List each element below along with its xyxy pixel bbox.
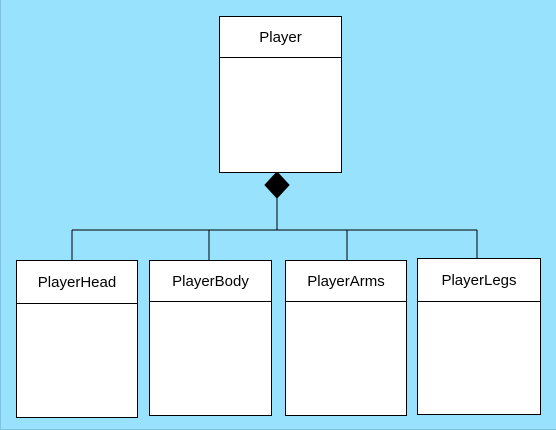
class-box-player-head[interactable]: PlayerHead <box>16 260 138 418</box>
class-box-player-body[interactable]: PlayerBody <box>149 260 272 416</box>
class-name-player-legs: PlayerLegs <box>418 259 540 302</box>
class-body-player-legs <box>418 302 540 414</box>
class-name-player-head: PlayerHead <box>17 261 137 304</box>
class-body-player-head <box>17 304 137 417</box>
class-body-player-arms <box>286 302 406 415</box>
class-body-player <box>220 58 341 172</box>
class-box-player-legs[interactable]: PlayerLegs <box>417 258 541 415</box>
class-name-player: Player <box>220 17 341 58</box>
class-body-player-body <box>150 302 271 415</box>
composition-diamond-icon <box>264 171 290 199</box>
class-name-player-body: PlayerBody <box>150 261 271 302</box>
class-box-player-arms[interactable]: PlayerArms <box>285 260 407 416</box>
class-box-player[interactable]: Player <box>219 16 342 173</box>
class-name-player-arms: PlayerArms <box>286 261 406 302</box>
